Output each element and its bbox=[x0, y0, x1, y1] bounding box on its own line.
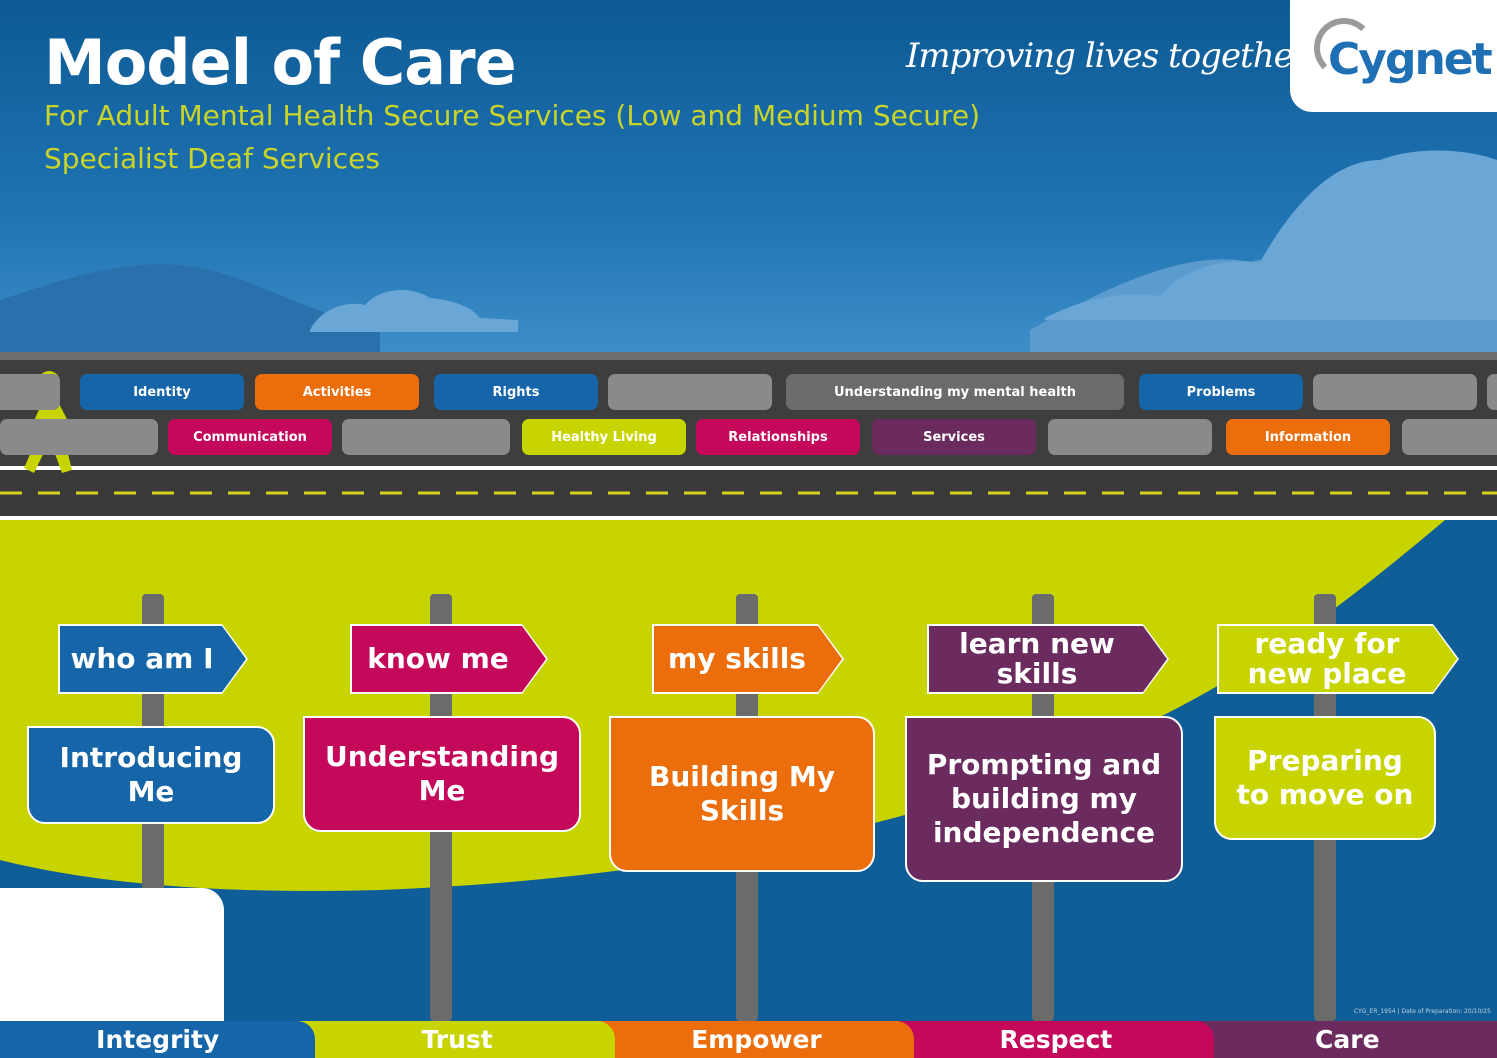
subtitle-deaf-services: Specialist Deaf Services bbox=[44, 142, 380, 175]
value-integrity: Integrity bbox=[0, 1021, 316, 1058]
footnote: CYG_ER_1954 | Date of Preparation: 20/10… bbox=[1354, 1008, 1491, 1015]
brand-name: Cygnet bbox=[1328, 34, 1493, 85]
swan-swirl-icon bbox=[1314, 18, 1374, 78]
road-block-communication: Communication bbox=[168, 419, 332, 455]
road-block-blank bbox=[1487, 374, 1497, 410]
road-block-healthy-living: Healthy Living bbox=[522, 419, 686, 455]
cloud-right bbox=[1045, 150, 1497, 320]
sign-arrow: who am I bbox=[58, 624, 248, 694]
road-edge-bottom bbox=[0, 516, 1497, 520]
page-title: Model of Care bbox=[44, 26, 517, 99]
value-respect: Respect bbox=[898, 1021, 1214, 1058]
road-block-blank bbox=[1048, 419, 1212, 455]
sign-board: Building My Skills bbox=[609, 716, 875, 872]
sign-board: Introducing Me bbox=[27, 726, 275, 824]
road-block-information: Information bbox=[1226, 419, 1390, 455]
sign-arrow-label: know me bbox=[352, 626, 546, 692]
sign-arrow: ready for new place bbox=[1217, 624, 1459, 694]
road-block-understanding-my-mental-health: Understanding my mental health bbox=[786, 374, 1124, 410]
sign-arrow: know me bbox=[350, 624, 548, 694]
value-care: Care bbox=[1197, 1021, 1497, 1058]
rail bbox=[0, 352, 1497, 360]
road-block-services: Services bbox=[872, 419, 1036, 455]
sign-arrow-label: who am I bbox=[60, 626, 246, 692]
road-block-problems: Problems bbox=[1139, 374, 1303, 410]
road-block-rights: Rights bbox=[434, 374, 598, 410]
road-block-relationships: Relationships bbox=[696, 419, 860, 455]
hands-logo-card bbox=[0, 888, 224, 1028]
road-block-blank bbox=[1402, 419, 1497, 455]
mountain-left bbox=[0, 264, 380, 360]
value-empower: Empower bbox=[598, 1021, 915, 1058]
value-trust: Trust bbox=[299, 1021, 615, 1058]
sign-arrow: my skills bbox=[652, 624, 844, 694]
sign-arrow-label: learn new skills bbox=[929, 626, 1167, 692]
sign-arrow-label: ready for new place bbox=[1219, 626, 1457, 692]
sign-board: Understanding Me bbox=[303, 716, 581, 832]
sign-arrow: learn new skills bbox=[927, 624, 1169, 694]
road-block-blank bbox=[342, 419, 510, 455]
road-edge-top bbox=[0, 466, 1497, 470]
tagline: Improving lives together bbox=[906, 36, 1309, 76]
road-block-blank bbox=[0, 419, 158, 455]
road-block-identity: Identity bbox=[80, 374, 244, 410]
subtitle-services: For Adult Mental Health Secure Services … bbox=[44, 99, 981, 132]
road-block-blank bbox=[0, 374, 60, 410]
sign-board: Preparing to move on bbox=[1214, 716, 1436, 840]
cloud-left bbox=[310, 289, 518, 332]
sign-arrow-label: my skills bbox=[654, 626, 842, 692]
road-block-blank bbox=[608, 374, 772, 410]
road-block-activities: Activities bbox=[255, 374, 419, 410]
brand-logo: Cygnet bbox=[1290, 0, 1497, 112]
sign-board: Prompting and building my independence bbox=[905, 716, 1183, 882]
road-block-blank bbox=[1313, 374, 1477, 410]
